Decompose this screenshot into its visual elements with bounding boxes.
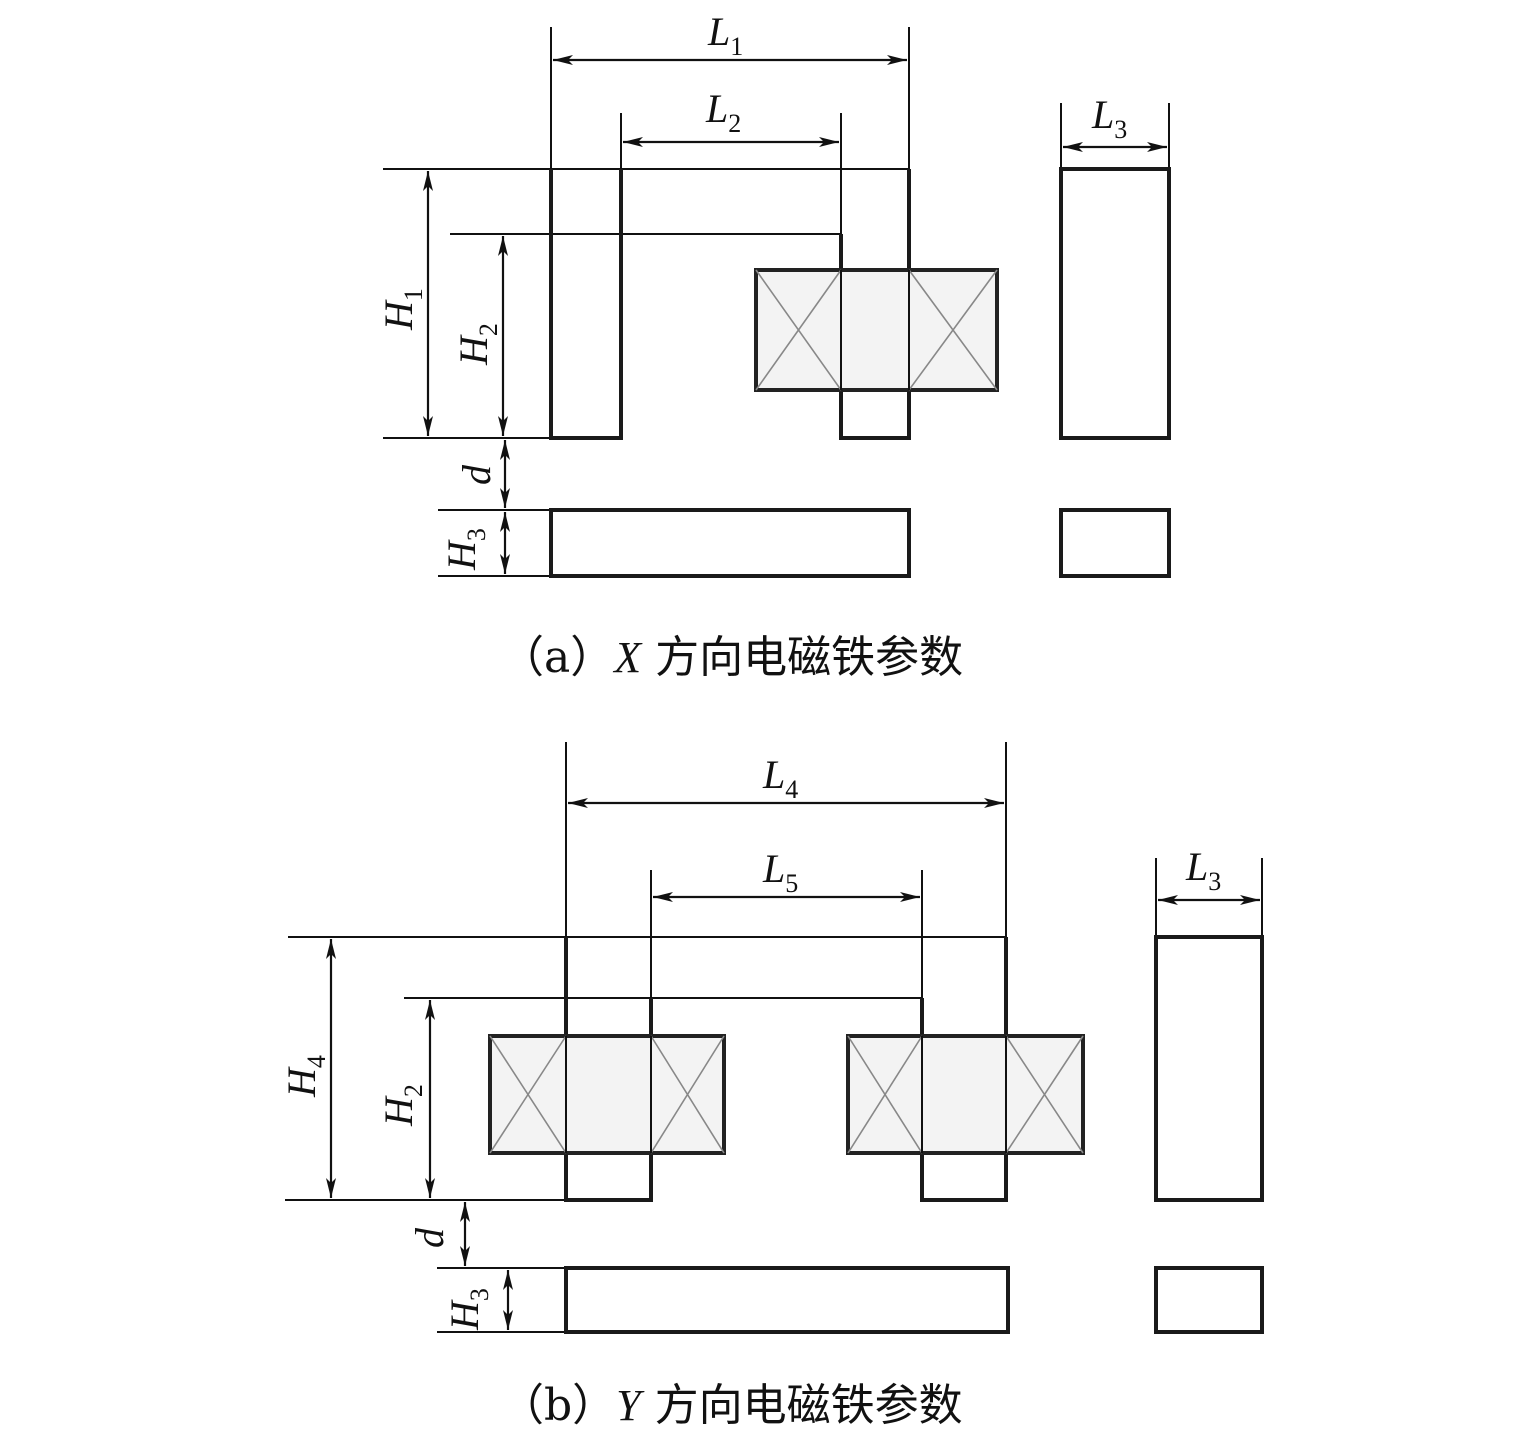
coil-left bbox=[488, 1034, 726, 1155]
armature-bar bbox=[549, 508, 911, 578]
label-l2: L2 bbox=[705, 86, 741, 138]
coil bbox=[754, 268, 999, 392]
extension-lines bbox=[285, 742, 1263, 1333]
coil-right bbox=[846, 1034, 1085, 1155]
label-l1: L1 bbox=[707, 9, 743, 61]
panel-b-y-direction: L4 L5 L3 H4 H2 d H3 （b）Y 方向电磁铁参数 bbox=[279, 742, 1264, 1431]
side-view-core bbox=[1059, 167, 1171, 440]
label-h4: H4 bbox=[279, 1055, 331, 1098]
label-h3: H3 bbox=[442, 1288, 494, 1331]
label-h1: H1 bbox=[376, 288, 428, 331]
label-h2: H2 bbox=[451, 323, 503, 366]
caption-b: （b）Y 方向电磁铁参数 bbox=[500, 1380, 963, 1431]
side-view-armature bbox=[1154, 1266, 1264, 1334]
label-h3: H3 bbox=[439, 528, 491, 571]
armature-bar bbox=[564, 1266, 1010, 1334]
panel-a-x-direction: L1 L2 L3 H1 H2 d H3 （a）X 方向电磁铁参数 bbox=[376, 9, 1171, 683]
caption-a: （a）X 方向电磁铁参数 bbox=[500, 632, 963, 683]
side-view-armature bbox=[1059, 508, 1171, 578]
label-l5: L5 bbox=[762, 846, 798, 898]
label-l4: L4 bbox=[762, 752, 798, 804]
label-h2: H2 bbox=[376, 1084, 428, 1127]
label-d: d bbox=[407, 1227, 452, 1248]
extension-lines bbox=[383, 27, 1170, 577]
side-view-core bbox=[1154, 935, 1264, 1202]
label-l3: L3 bbox=[1091, 92, 1127, 144]
label-d: d bbox=[454, 464, 499, 485]
label-l3: L3 bbox=[1185, 844, 1221, 896]
